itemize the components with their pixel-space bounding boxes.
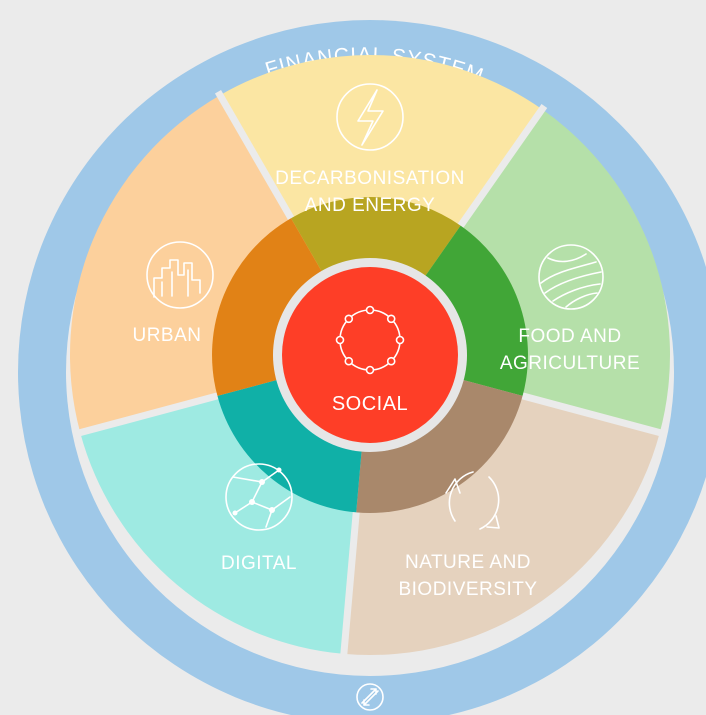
nature-label-line-2: BIODIVERSITY: [398, 579, 537, 600]
sector-separators: [75, 89, 665, 659]
people-circle-icon: [335, 305, 405, 375]
exchange-arrows-icon: [356, 683, 384, 711]
sector-divider: [521, 392, 665, 438]
nature-label-line-1: NATURE AND: [405, 552, 531, 573]
sector-divider: [457, 103, 548, 228]
digital-label: DIGITAL: [221, 553, 297, 574]
social-center[interactable]: [282, 267, 458, 443]
person-dot: [365, 305, 375, 315]
person-dot: [395, 335, 405, 345]
person-dot: [365, 365, 375, 375]
field-icon: [538, 244, 604, 310]
decarbonisation-label-line-1: DECARBONISATION: [275, 168, 465, 189]
cycle-arrows-icon: [445, 471, 500, 530]
sector-divider: [75, 392, 219, 438]
sector-divider: [214, 89, 295, 220]
person-dot: [335, 335, 345, 345]
decarbonisation-label-line-2: AND ENERGY: [305, 195, 436, 216]
person-dot: [344, 356, 354, 366]
food-label-line-2: AGRICULTURE: [500, 353, 640, 374]
lightning-bolt-icon: [336, 83, 404, 151]
buildings-icon: [146, 241, 214, 309]
person-dot: [386, 314, 396, 324]
person-dot: [386, 356, 396, 366]
network-globe-icon: [225, 463, 293, 531]
food-label-line-1: FOOD AND: [518, 326, 621, 347]
person-dot: [344, 314, 354, 324]
social-label: SOCIAL: [332, 393, 408, 415]
sector-divider: [340, 512, 360, 659]
urban-label: URBAN: [132, 325, 201, 346]
